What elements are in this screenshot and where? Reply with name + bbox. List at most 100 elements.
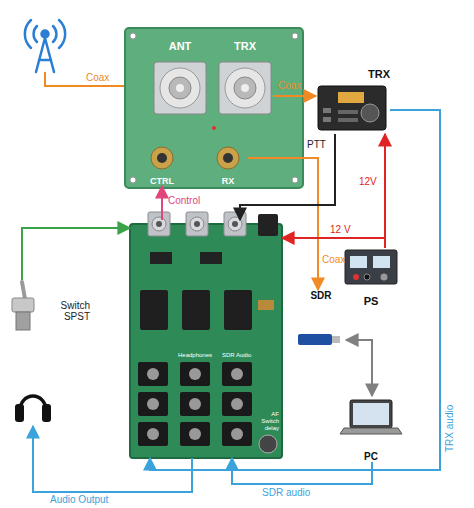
headphones-icon	[15, 396, 51, 422]
terminal	[364, 274, 370, 280]
mounting-hole	[130, 33, 136, 39]
connector	[248, 158, 318, 290]
audio-jacks	[138, 362, 252, 446]
power-supply-body	[345, 250, 397, 284]
annotation: Coax	[86, 72, 109, 83]
terminal	[353, 274, 359, 280]
audio-jack-ring	[189, 428, 201, 440]
capacitor	[258, 300, 274, 310]
relay	[224, 290, 252, 330]
audio-switch-board	[130, 224, 282, 458]
component-label: TRX	[368, 68, 390, 81]
toggle-body	[16, 312, 30, 330]
component-box: RX	[208, 144, 248, 186]
component-box: SDR	[296, 290, 346, 346]
delay-knob	[259, 435, 277, 453]
connector-label: SDR audio	[262, 487, 310, 498]
component-label: CTRL	[150, 176, 174, 186]
connector-label: PTT	[307, 139, 326, 150]
audio-jack	[138, 422, 168, 446]
antenna-mast	[36, 38, 54, 72]
component-label: ANT	[169, 40, 192, 53]
knob	[381, 274, 388, 281]
bnc-connector	[224, 212, 246, 236]
mounting-hole	[292, 33, 298, 39]
radio-button	[338, 110, 358, 114]
ear-cup	[42, 404, 51, 422]
laptop-screen	[350, 400, 392, 428]
transceiver-body	[318, 86, 386, 130]
annotation: Headphones	[178, 352, 212, 359]
bnc-pin	[232, 221, 238, 227]
antenna-icon	[25, 20, 65, 72]
connector-label: Coax	[278, 80, 301, 91]
relay-board	[125, 28, 303, 188]
meter	[350, 256, 367, 268]
bnc-jack	[217, 147, 239, 169]
audio-jack	[222, 422, 252, 446]
audio-jack	[138, 362, 168, 386]
bnc-pin	[156, 221, 162, 227]
mounting-hole	[292, 177, 298, 183]
component-label: SDR	[310, 290, 331, 302]
sdr-dongle	[298, 334, 332, 345]
connector-label: TRX audio	[444, 405, 455, 452]
audio-jack-ring	[231, 398, 243, 410]
audio-jack	[222, 362, 252, 386]
so239-plate	[219, 62, 271, 114]
component-label: Switch SPST	[48, 300, 90, 323]
mounting-hole	[130, 177, 136, 183]
component-label: AF Switch delay	[255, 411, 279, 432]
connector	[273, 95, 316, 97]
radio-button	[323, 117, 331, 122]
audio-jack-ring	[231, 368, 243, 380]
audio-jack-ring	[231, 428, 243, 440]
component-box: PS	[340, 248, 402, 308]
component-box: ANT	[152, 40, 208, 114]
connector	[240, 134, 335, 220]
relay	[182, 290, 210, 330]
so239-plate	[154, 62, 206, 114]
connector	[346, 340, 372, 396]
audio-jack	[222, 392, 252, 416]
antenna-wave	[25, 20, 65, 48]
connector	[22, 228, 130, 280]
component-box: TRX	[217, 40, 273, 114]
antenna-tip	[42, 31, 49, 38]
bnc-connector	[186, 212, 208, 236]
laptop-base	[340, 428, 402, 434]
audio-jack	[180, 392, 210, 416]
relay	[140, 290, 168, 330]
connector-label: Control	[168, 195, 200, 206]
audio-jack	[180, 422, 210, 446]
component-label: PC	[364, 451, 378, 463]
antenna-wave	[34, 26, 57, 42]
component-label: RX	[222, 176, 235, 186]
bnc-jack-hole	[223, 153, 233, 163]
so239-socket	[169, 77, 191, 99]
toggle-nut	[12, 298, 34, 312]
audio-jack-ring	[189, 368, 201, 380]
dc-jack	[258, 214, 278, 236]
audio-jack-ring	[147, 398, 159, 410]
radio-button	[323, 108, 331, 113]
toggle-lever	[22, 282, 25, 299]
status-led	[212, 126, 216, 130]
rca-jack-hole	[157, 153, 167, 163]
ear-cup	[15, 404, 24, 422]
so239-socket	[234, 77, 256, 99]
audio-jack-ring	[147, 368, 159, 380]
laptop-display	[353, 403, 389, 425]
component-box: CTRL	[140, 144, 184, 186]
rca-jack	[151, 147, 173, 169]
usb-plug	[332, 336, 340, 343]
meter	[373, 256, 390, 268]
so239-pin	[241, 84, 249, 92]
connector	[150, 110, 440, 470]
ic-chip	[150, 252, 172, 264]
connector	[384, 134, 386, 248]
